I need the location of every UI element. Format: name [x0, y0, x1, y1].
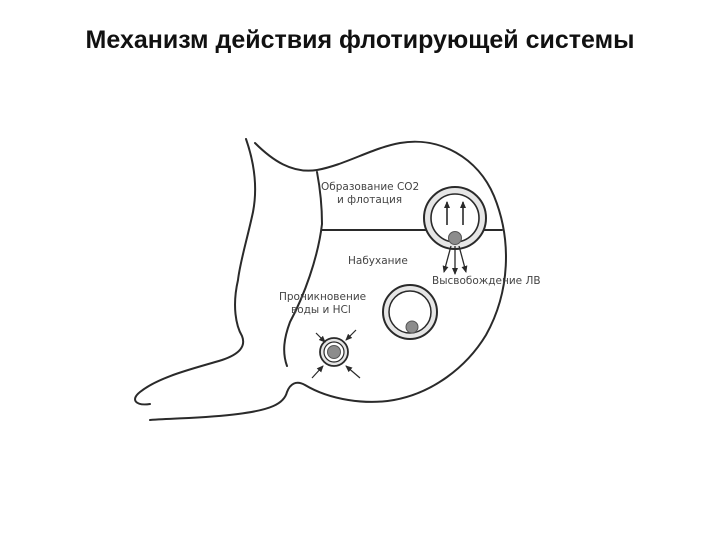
- initial-tablet-core: [327, 345, 341, 359]
- penetration-label-line2: воды и HCl: [291, 304, 351, 316]
- swelling-tablet: [382, 284, 438, 340]
- water-penetration-arrow: [345, 365, 361, 379]
- release-label: Высвобождение ЛВ: [432, 275, 541, 287]
- formation-label-line1: Образование СО2: [321, 181, 419, 193]
- swelling-tablet-core: [405, 320, 419, 334]
- stomach-outline: [134, 138, 507, 421]
- stomach-outer-wall: [149, 140, 507, 421]
- water-penetration-arrow: [315, 332, 326, 343]
- page-title: Механизм действия флотирующей системы: [85, 26, 635, 54]
- water-penetration-arrow: [311, 365, 324, 379]
- drug-release-arrow: [458, 245, 468, 273]
- gastric-curvature-line: [283, 171, 324, 367]
- formation-label-line2: и флотация: [337, 194, 402, 206]
- initial-tablet: [311, 329, 361, 379]
- floating-tablet: [423, 186, 487, 275]
- drug-release-arrow: [442, 245, 452, 273]
- floating-tablet-core: [448, 231, 462, 245]
- swelling-label: Набухание: [348, 255, 408, 267]
- stomach-inner-wall: [134, 138, 257, 406]
- water-penetration-arrow: [345, 329, 357, 341]
- penetration-label-line1: Проникновение: [279, 291, 366, 303]
